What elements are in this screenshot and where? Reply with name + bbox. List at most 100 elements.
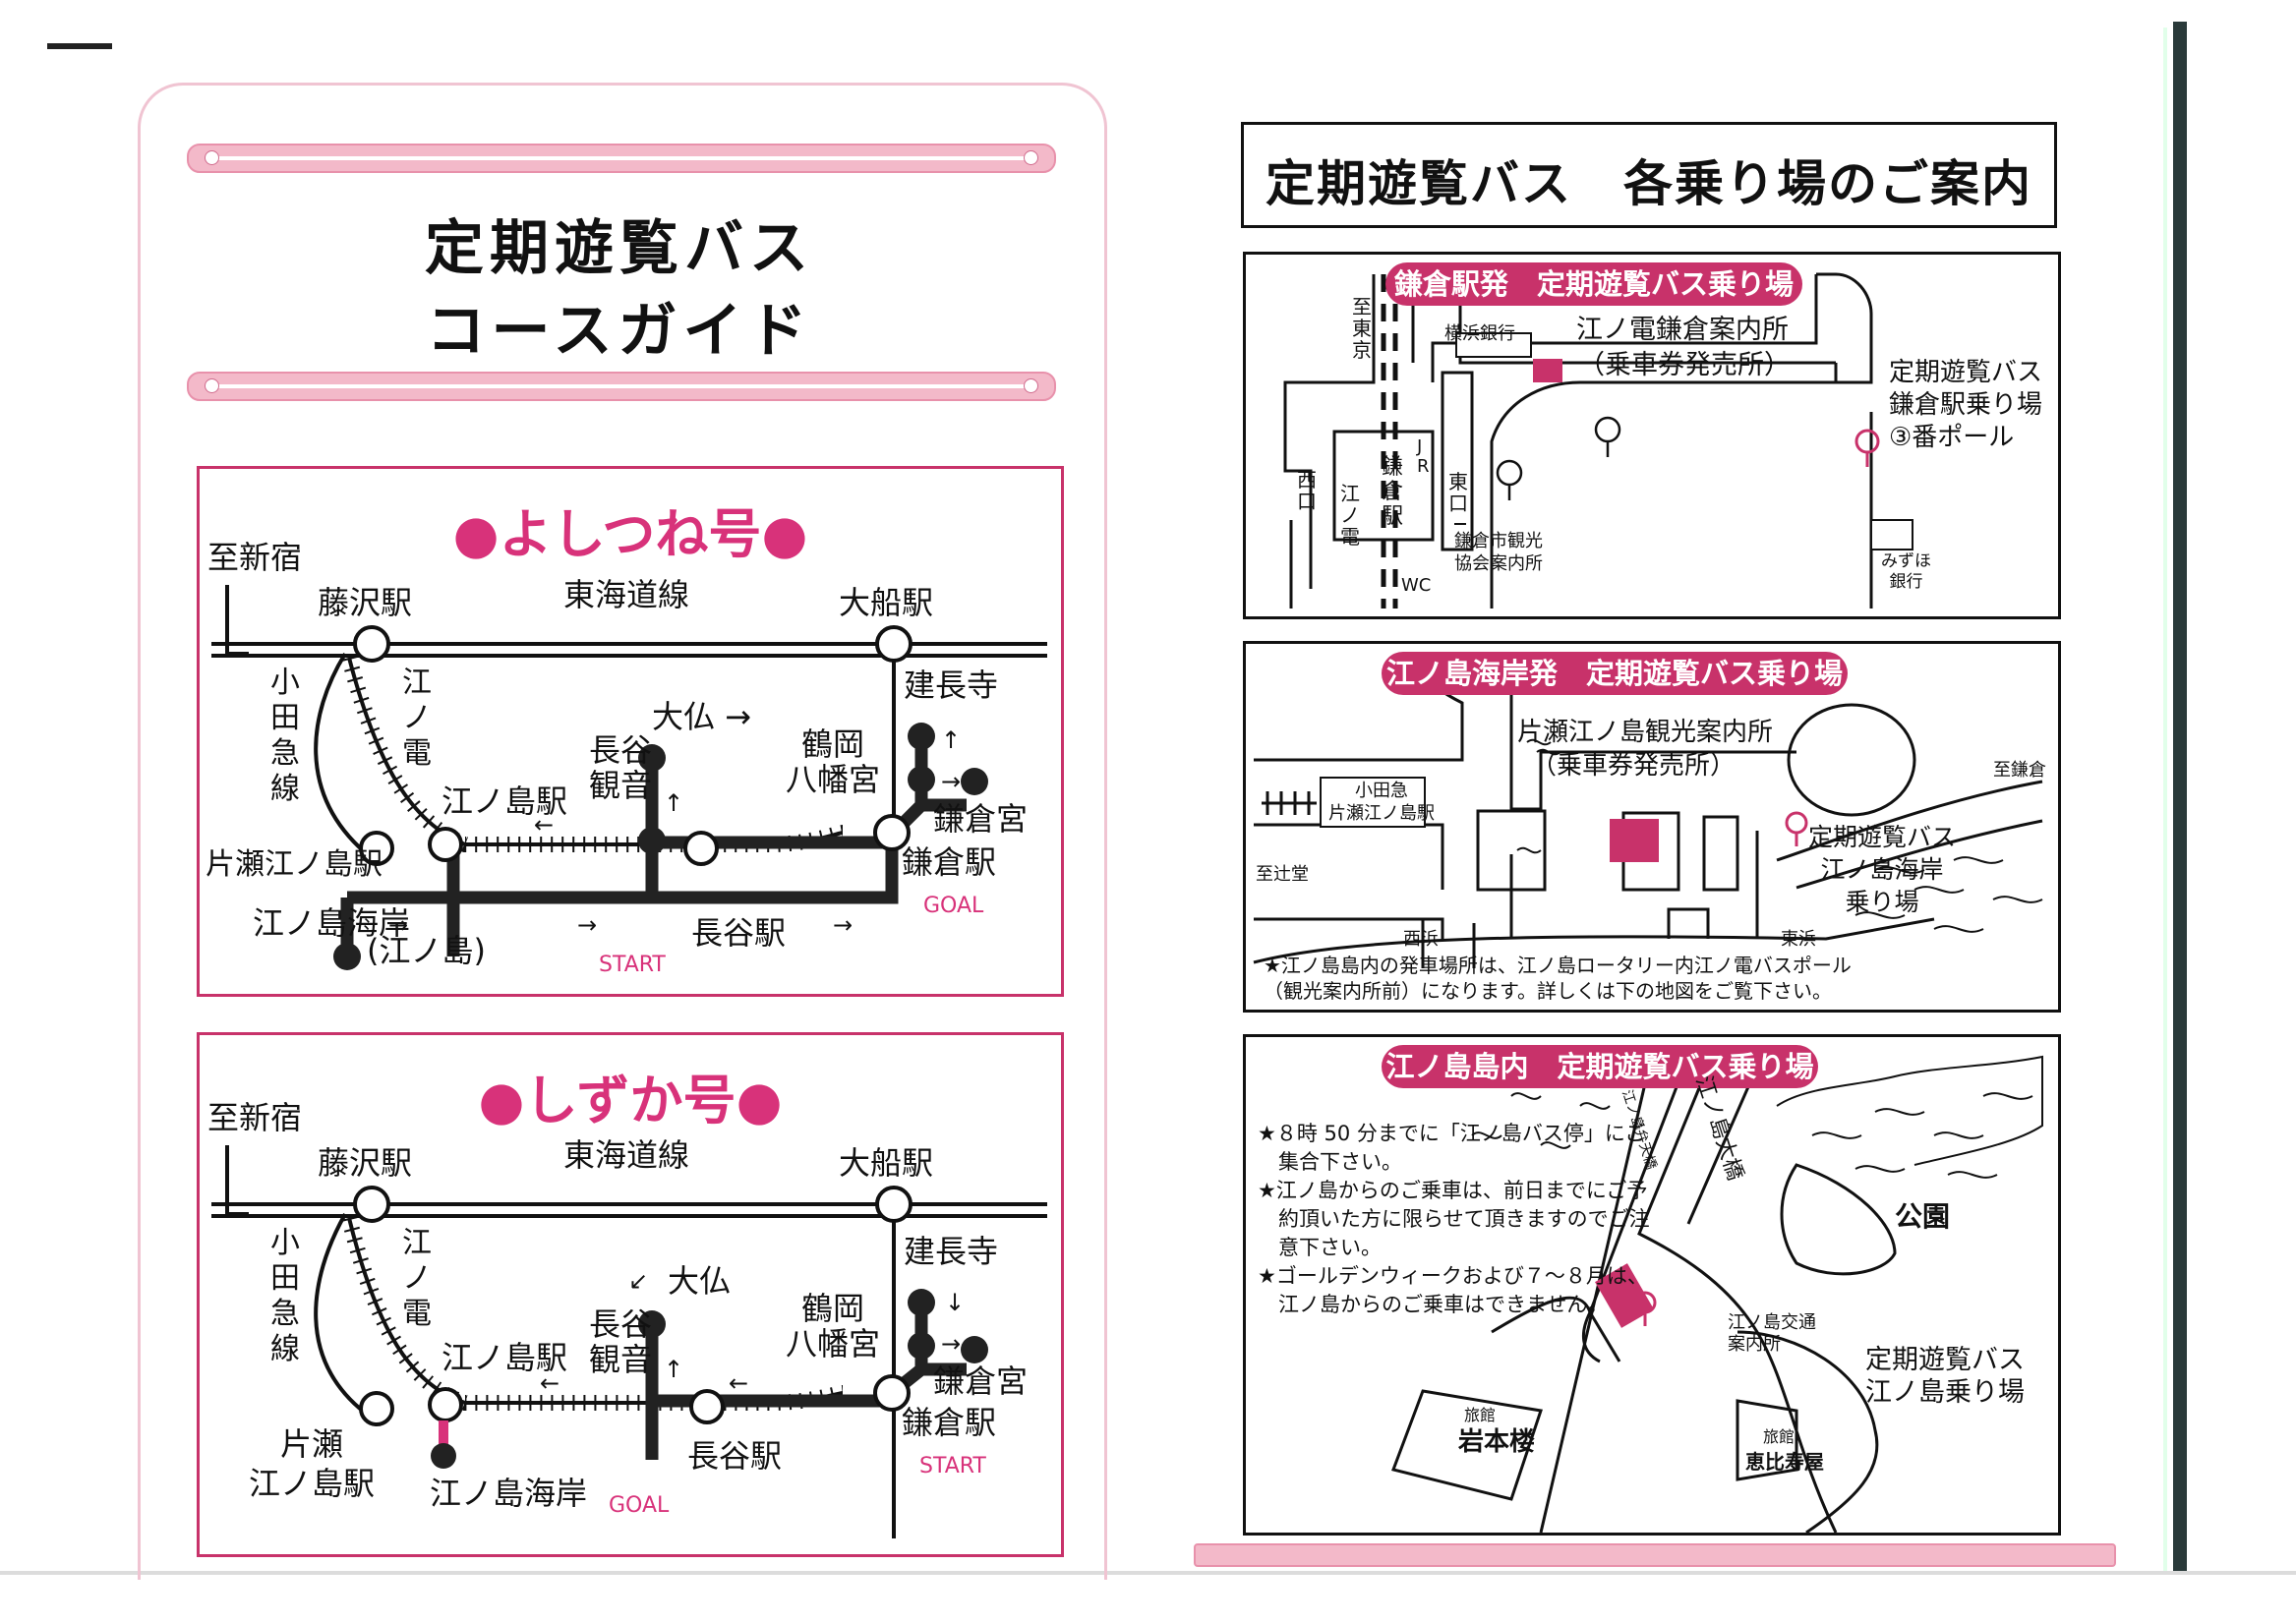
route-name: ●よしつね号● (452, 503, 808, 565)
label-tokaido: 東海道線 (563, 1136, 690, 1174)
label-enoshima-eki: 江ノ島駅 (442, 1339, 568, 1376)
label-wc: WC (1401, 575, 1432, 596)
label-kamakuragu: 鎌倉宮 (933, 800, 1029, 838)
right-title-box: 定期遊覧バス 各乗り場のご案内 (1241, 122, 2057, 228)
title-bar-bottom (187, 372, 1056, 401)
arrow: → (941, 768, 962, 795)
route-map (211, 585, 1047, 970)
arrow: ← (540, 1369, 560, 1397)
arrow: ↙ (628, 1267, 649, 1295)
bottom-scan-line (0, 1571, 2296, 1575)
right-page-edge-inner (2163, 28, 2167, 1571)
label-enoden: 江 ノ 電 (402, 666, 432, 771)
arrow: → (577, 911, 598, 939)
label-odakyu: 小 田 急 線 (270, 666, 300, 806)
label-enoden: 江 ノ 電 (1340, 482, 1360, 549)
right-page-edge (2173, 22, 2187, 1575)
left-page-frame (138, 83, 1107, 1580)
label-ryokan2-type: 旅館 (1763, 1427, 1796, 1446)
map-kamakura-station: 鎌倉駅発 定期遊覧バス乗り場 至 東 京 横浜銀行 江ノ電鎌倉案内所 （乗車券発… (1243, 252, 2061, 619)
right-bottom-bar (1194, 1543, 2116, 1567)
map2-note: ★江ノ島島内の発車場所は、江ノ島ロータリー内江ノ電バスポール （観光案内所前）に… (1264, 954, 1852, 1003)
route-name: ●しずか号● (478, 1070, 783, 1131)
label-fujisawa: 藤沢駅 (318, 1144, 413, 1182)
route-panel-shizuka: ●しずか号● 至新宿 藤沢駅 東海道線 大船駅 小 田 急 線 江 ノ 電 建長… (197, 1032, 1064, 1557)
map3-drawing (1391, 1055, 2043, 1535)
arrow: ↑ (664, 789, 684, 817)
label-stop: 定期遊覧バス 江ノ島海岸 乗り場 (1808, 823, 1957, 916)
label-hase-kannon: 長谷 観音 (589, 1305, 653, 1378)
label-goal: GOAL (923, 894, 984, 918)
label-shinjuku: 至新宿 (207, 1099, 303, 1136)
label-daibutsu: 大仏 (668, 1262, 732, 1300)
label-yokohama-bank: 横浜銀行 (1444, 323, 1515, 344)
label-to-tokyo: 至 東 京 (1352, 295, 1372, 362)
label-kamakuragu: 鎌倉宮 (933, 1362, 1029, 1400)
label-to-kamakura: 至鎌倉 (1993, 760, 2046, 781)
label-info: 片瀬江ノ島観光案内所 (1517, 718, 1774, 747)
label-ticket: （乗車券発売所） (1531, 751, 1737, 781)
map-enoshima-island: 江ノ島島内 定期遊覧バス乗り場 ★８時 50 分までに「江ノ島バス停」にご 集合… (1243, 1034, 2061, 1536)
label-tokaido: 東海道線 (563, 576, 690, 613)
map-enoshima-coast: 江ノ島海岸発 定期遊覧バス乗り場 片瀬江ノ島観光案内所 （乗車券発売所） 小田急… (1243, 641, 2061, 1013)
label-daibutsu: 大仏 → (652, 698, 751, 735)
label-mizuho: みずほ 銀行 (1881, 551, 1931, 592)
label-enoden: 江 ノ 電 (402, 1226, 432, 1331)
label-park: 公園 (1895, 1200, 1951, 1233)
label-info-center: 江ノ電鎌倉案内所 (1576, 315, 1789, 345)
label-tourist-assoc: 鎌倉市観光 協会案内所 (1454, 531, 1543, 574)
route-panel-yoshitsune: ●よしつね号● 至新宿 藤沢駅 東海道線 大船駅 小 田 急 線 江 ノ (197, 466, 1064, 997)
label-enoshima: (江ノ島) (367, 932, 486, 969)
map2-drawing (1253, 661, 2043, 968)
label-enoshima-eki: 江ノ島駅 (442, 783, 568, 820)
label-tsurugaoka: 鶴岡 八幡宮 (786, 725, 881, 798)
label-kamakura-eki: 鎌倉駅 (902, 1404, 997, 1441)
label-start: START (919, 1454, 986, 1478)
scan-mark (47, 43, 112, 49)
arrow: ← (534, 811, 555, 839)
label-nishihama: 西浜 (1403, 929, 1439, 950)
page-title-line1: 定期遊覧バス (425, 214, 814, 283)
label-hase-eki: 長谷駅 (691, 914, 787, 952)
label-kenchoji: 建長寺 (904, 1233, 999, 1270)
label-kotsu: 江ノ島交通 案内所 (1728, 1312, 1816, 1355)
label-shinjuku: 至新宿 (207, 539, 303, 576)
label-higashihama: 東浜 (1781, 929, 1816, 950)
map3-tag: 江ノ島島内 定期遊覧バス乗り場 (1382, 1045, 1818, 1088)
label-stop: 定期遊覧バス 江ノ島乗り場 (1865, 1345, 2025, 1408)
label-fujisawa: 藤沢駅 (318, 584, 413, 621)
arrow: → (388, 911, 409, 939)
arrow: ↑ (664, 1356, 684, 1383)
label-hase-eki: 長谷駅 (687, 1437, 783, 1475)
label-hase-kannon: 長谷 観音 (589, 731, 653, 804)
label-tsurugaoka: 鶴岡 八幡宮 (786, 1290, 881, 1362)
arrow: → (941, 1330, 962, 1358)
label-ofuna: 大船駅 (839, 584, 934, 621)
label-to-tsujido: 至辻堂 (1256, 864, 1309, 885)
label-east-exit: 東 口 (1448, 470, 1468, 515)
label-odakyu: 小 田 急 線 (270, 1226, 300, 1366)
label-ryokan2: 恵比寿屋 (1745, 1450, 1824, 1474)
label-goal: GOAL (609, 1493, 670, 1518)
label-odakyu-station: 小田急 片瀬江ノ島駅 (1328, 781, 1435, 824)
label-kamakura-eki: 鎌倉駅 (902, 843, 997, 881)
label-katase: 片瀬 江ノ島駅 (249, 1425, 376, 1502)
label-ofuna: 大船駅 (839, 1144, 934, 1182)
label-kaigan: 江ノ島海岸 (430, 1475, 588, 1512)
label-ticket: （乗車券発売所） (1578, 350, 1791, 380)
label-station: 鎌 倉 駅 (1382, 455, 1404, 529)
arrow: → (833, 911, 854, 939)
arrow: ↑ (941, 726, 962, 754)
label-ryokan1-type: 旅館 (1464, 1406, 1497, 1424)
label-west-exit: 西 口 (1297, 468, 1317, 513)
right-page-title: 定期遊覧バス 各乗り場のご案内 (1266, 155, 2032, 212)
label-stop: 定期遊覧バス 鎌倉駅乗り場 ③番ポール (1889, 358, 2043, 452)
map2-tag: 江ノ島海岸発 定期遊覧バス乗り場 (1382, 652, 1848, 695)
label-jr: J R (1417, 436, 1430, 477)
label-start: START (599, 953, 666, 977)
arrow: ← (729, 1369, 749, 1397)
label-ryokan1: 岩本楼 (1458, 1427, 1536, 1457)
arrow: ↓ (945, 1289, 966, 1316)
title-bar-top (187, 144, 1056, 173)
label-katase: 片瀬江ノ島駅 (206, 847, 383, 882)
